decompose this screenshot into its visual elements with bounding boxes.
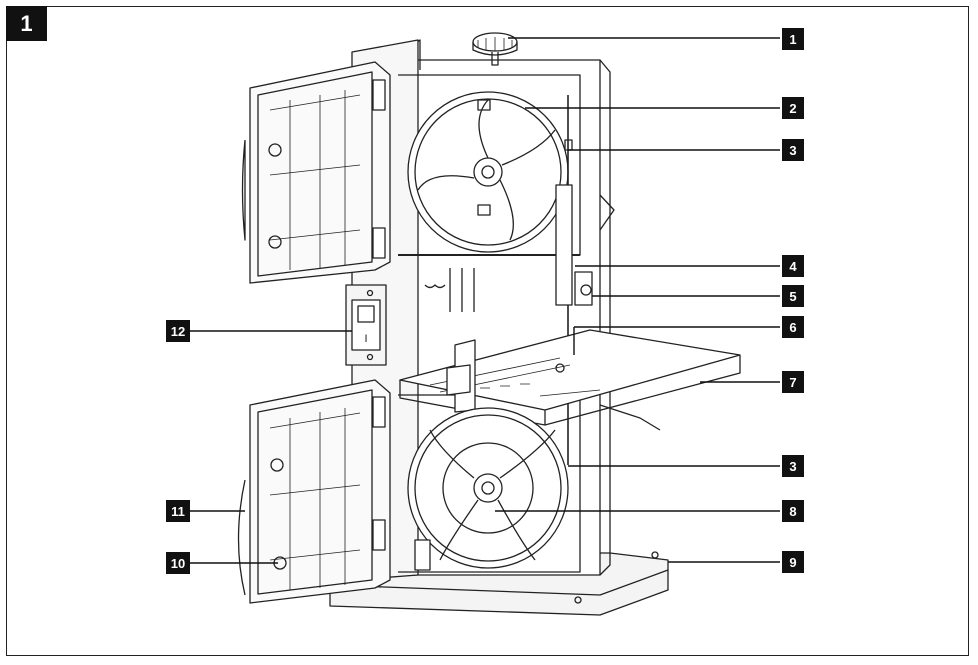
callout-3-lower: 3	[782, 455, 804, 477]
callout-3-upper: 3	[782, 139, 804, 161]
lower-door	[237, 379, 391, 604]
callout-2: 2	[782, 97, 804, 119]
callout-7: 7	[782, 371, 804, 393]
figure-frame	[6, 6, 969, 656]
callout-4: 4	[782, 255, 804, 277]
leader-lines	[190, 37, 780, 564]
callout-11: 11	[166, 500, 190, 522]
lower-wheel	[407, 407, 569, 569]
figure-number-badge: 1	[6, 6, 47, 41]
callout-9: 9	[782, 551, 804, 573]
callout-12: 12	[166, 320, 190, 342]
callout-6: 6	[782, 316, 804, 338]
callout-8: 8	[782, 500, 804, 522]
tension-knob	[472, 32, 518, 66]
callout-5: 5	[782, 285, 804, 307]
blade-guard	[555, 184, 573, 306]
power-switch-housing: I	[345, 284, 387, 366]
switch-mark: I	[364, 333, 367, 345]
callout-10: 10	[166, 552, 190, 574]
upper-door	[241, 61, 391, 284]
upper-wheel	[407, 91, 569, 253]
callout-1: 1	[782, 28, 804, 50]
